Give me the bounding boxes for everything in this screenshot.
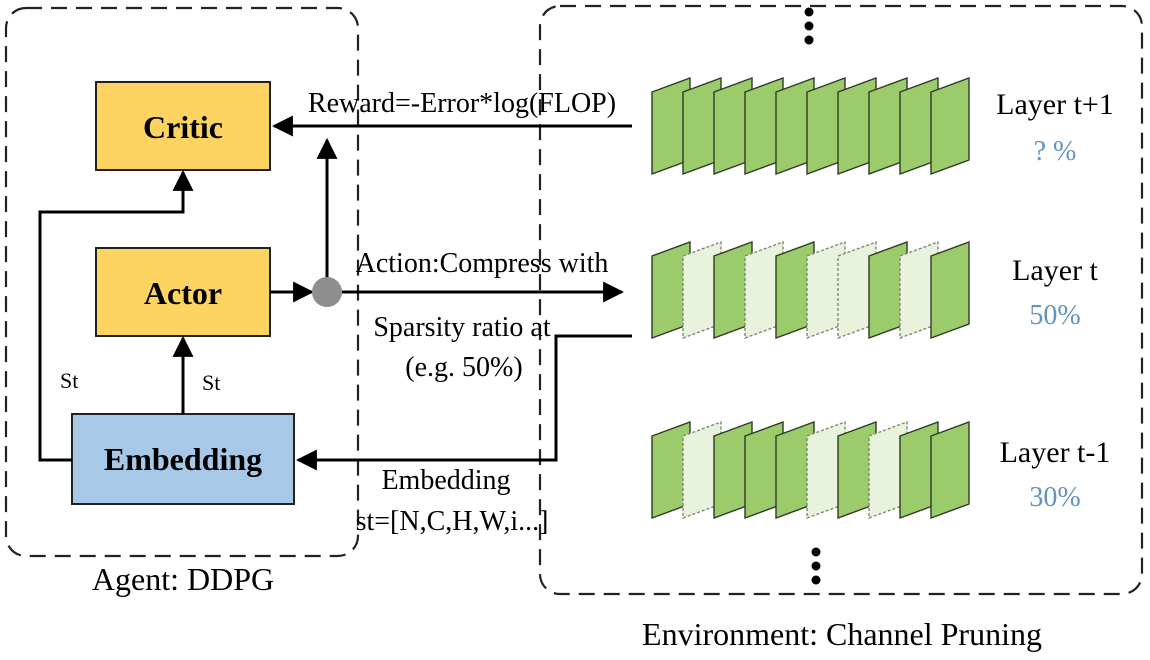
environment-caption: Environment: Channel Pruning: [642, 616, 1042, 652]
kept-channel: [930, 420, 970, 520]
environment-panel: [538, 4, 1144, 596]
embedding-annotation-line1: Embedding: [381, 465, 510, 496]
layer-t-minus-1-ratio: 30%: [1029, 482, 1080, 513]
embedding-annotation-line2: st=[N,C,H,W,i...]: [356, 506, 549, 537]
embedding-feedback-arrow: [295, 334, 632, 471]
layer-t-name: Layer t: [1012, 254, 1098, 287]
continuation-dots-bottom: [811, 547, 821, 585]
action-label-line1: Action:Compress with: [356, 248, 609, 279]
layer-t-minus-1-channels: [651, 420, 970, 520]
agent-caption: Agent: DDPG: [92, 561, 274, 597]
action-label-line3: (e.g. 50%): [405, 352, 522, 383]
actor-box: [95, 247, 271, 337]
layer-t-channels: [651, 240, 970, 340]
embedding-label: Embedding: [104, 441, 262, 477]
kept-channel: [930, 240, 970, 340]
layer-t-plus-1-ratio: ? %: [1034, 136, 1077, 167]
agent-panel: [4, 6, 360, 558]
reward-label: Reward=-Error*log(FLOP): [308, 88, 616, 119]
critic-box: [95, 81, 271, 171]
layer-t-ratio: 50%: [1029, 300, 1080, 331]
layer-t-plus-1-name: Layer t+1: [996, 88, 1114, 121]
action-junction: [312, 277, 342, 307]
embedding-to-critic-arrow: [38, 169, 194, 462]
critic-label: Critic: [143, 109, 223, 145]
actor-label: Actor: [144, 275, 222, 311]
state-label-left: St: [60, 368, 78, 393]
layer-t-minus-1-name: Layer t-1: [1000, 436, 1111, 469]
continuation-dots-top: [804, 7, 814, 45]
layer-t-plus-1-channels: [651, 76, 970, 176]
action-label-line2: Sparsity ratio at: [373, 312, 551, 343]
kept-channel: [930, 76, 970, 176]
state-label-center: St: [202, 370, 220, 395]
